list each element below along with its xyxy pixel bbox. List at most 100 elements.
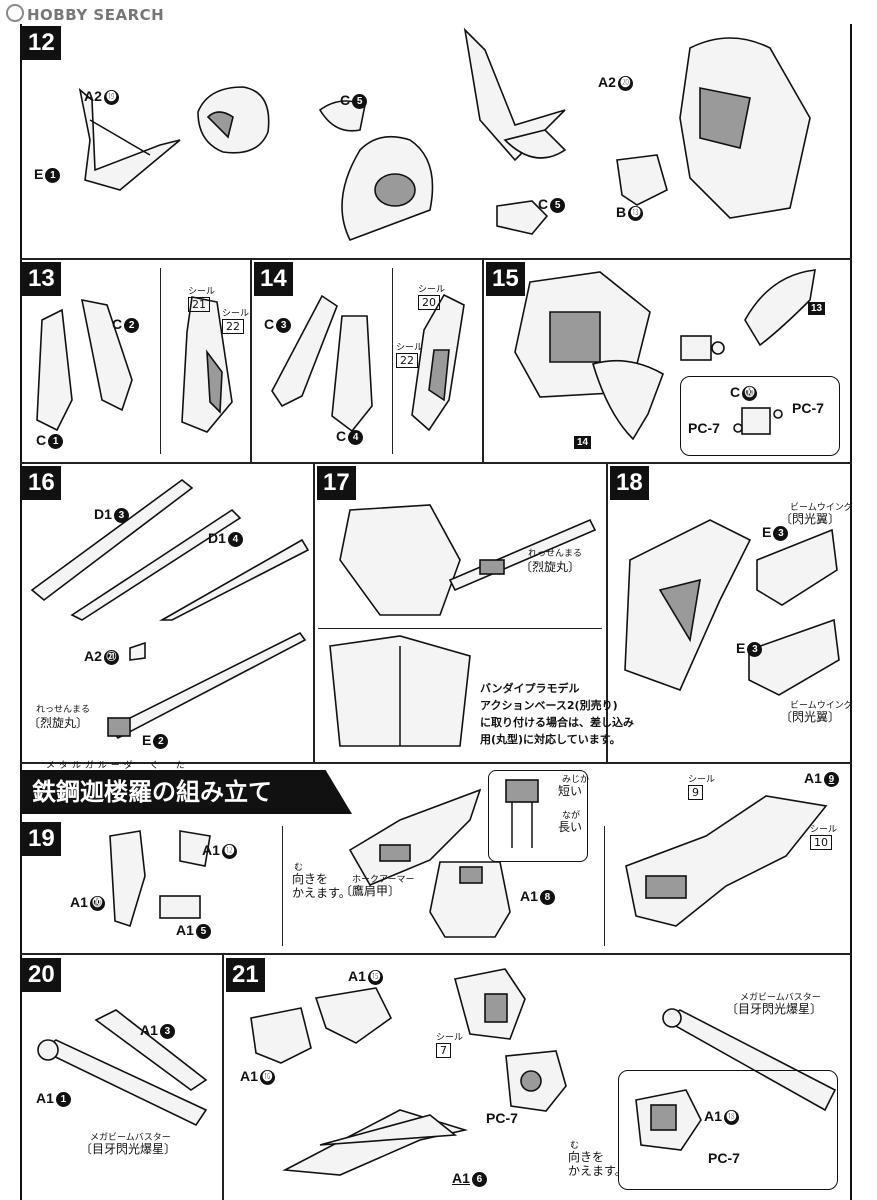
ruby-text: なが — [562, 811, 581, 821]
ruby-text: む — [570, 1141, 580, 1151]
step-number: 12 — [22, 26, 61, 60]
joint-part-illustration — [733, 407, 783, 435]
base-attachment-illustration — [329, 635, 471, 747]
instruction-text: かえます。 — [568, 1164, 627, 1178]
weapon-name: 〔目牙閃光爆星〕 — [726, 1002, 823, 1016]
ruby-text: ホークアーマー — [352, 875, 415, 885]
instruction-text: 向きを — [292, 872, 329, 886]
section-ruby: メタルガルーダ く た — [46, 761, 189, 771]
divider — [318, 628, 602, 629]
armor-name: 〔鷹肩甲〕 — [340, 884, 401, 898]
helmet-part-illustration — [197, 86, 270, 154]
mega-beam-buster-illustration — [37, 1009, 208, 1127]
head-part-illustration — [250, 987, 393, 1064]
ruby-text: れっせんまる — [36, 705, 91, 715]
foot-part-illustration — [429, 861, 511, 938]
page-frame — [20, 24, 852, 1200]
wing-part-illustration — [744, 269, 816, 347]
crest-wing-illustration — [463, 27, 567, 162]
part-label: PC-7 — [708, 1150, 740, 1166]
divider — [250, 258, 252, 462]
beam-wing-illustration — [756, 528, 838, 606]
wing-name: 〔閃光翼〕 — [780, 512, 841, 526]
sword-blade-illustration — [107, 631, 307, 740]
step-number: 19 — [22, 822, 61, 856]
divider — [222, 953, 224, 1200]
detail-box — [618, 1070, 838, 1190]
instruction-text: かえます。 — [292, 886, 351, 900]
back-wing-assembly-illustration — [624, 519, 752, 692]
divider — [282, 826, 283, 946]
detail-box — [680, 376, 840, 456]
divider — [606, 462, 608, 762]
step-reference: 14 — [574, 432, 592, 449]
action-base-note: バンダイプラモデル アクションベース2(別売り) に取り付ける場合は、差し込み … — [480, 682, 634, 746]
leg-with-seal-illustration — [411, 293, 465, 432]
weapon-name: 〔烈旋丸〕 — [520, 560, 581, 574]
ruby-text: メガビームバスター — [90, 1133, 171, 1143]
step-number: 17 — [317, 466, 356, 500]
ruby-text: ビームウイング — [790, 503, 853, 513]
leg-part-illustration — [36, 298, 133, 432]
ruby-text: ビームウイング — [790, 701, 853, 711]
joint-part-illustration — [680, 335, 725, 361]
weapon-name: 〔目牙閃光爆星〕 — [80, 1142, 177, 1156]
hawk-armor-illustration — [348, 788, 482, 887]
crown-horn-part-illustration — [78, 87, 181, 191]
weapon-name: 〔烈旋丸〕 — [28, 716, 89, 730]
torso-core-illustration — [505, 1050, 567, 1112]
detail-box — [488, 770, 588, 862]
wing-blade-illustration — [282, 1109, 469, 1176]
divider — [20, 762, 852, 764]
divider — [20, 953, 852, 955]
instruction-text: 向きを — [568, 1150, 605, 1164]
head-block-illustration — [454, 968, 526, 1040]
divider — [20, 258, 852, 260]
divider — [313, 462, 315, 762]
leg-part-illustration — [271, 294, 373, 433]
step-number: 21 — [226, 958, 265, 992]
site-logo: HOBBY SEARCH — [6, 4, 164, 24]
step-reference: 13 — [808, 298, 826, 315]
leg-with-seal-illustration — [181, 296, 233, 433]
wing-name: 〔閃光翼〕 — [780, 710, 841, 724]
part-label: PC-7 — [486, 1110, 518, 1126]
body-assembly-illustration — [679, 37, 811, 219]
section-title: 鉄鋼迦楼羅の組み立て — [22, 770, 352, 814]
leg-assembly-illustration — [109, 830, 211, 928]
ruby-text: む — [294, 863, 304, 873]
beam-wing-illustration — [748, 618, 840, 696]
step-number: 18 — [610, 466, 649, 500]
part-label: PC-7 — [792, 400, 824, 416]
divider — [604, 826, 605, 946]
divider — [392, 268, 393, 454]
cheek-part-illustration — [496, 200, 549, 235]
step-number: 13 — [22, 262, 61, 296]
ruby-text: れっせんまる — [528, 549, 583, 559]
step-number: 15 — [486, 262, 525, 296]
ruby-text: みじか — [562, 775, 590, 785]
